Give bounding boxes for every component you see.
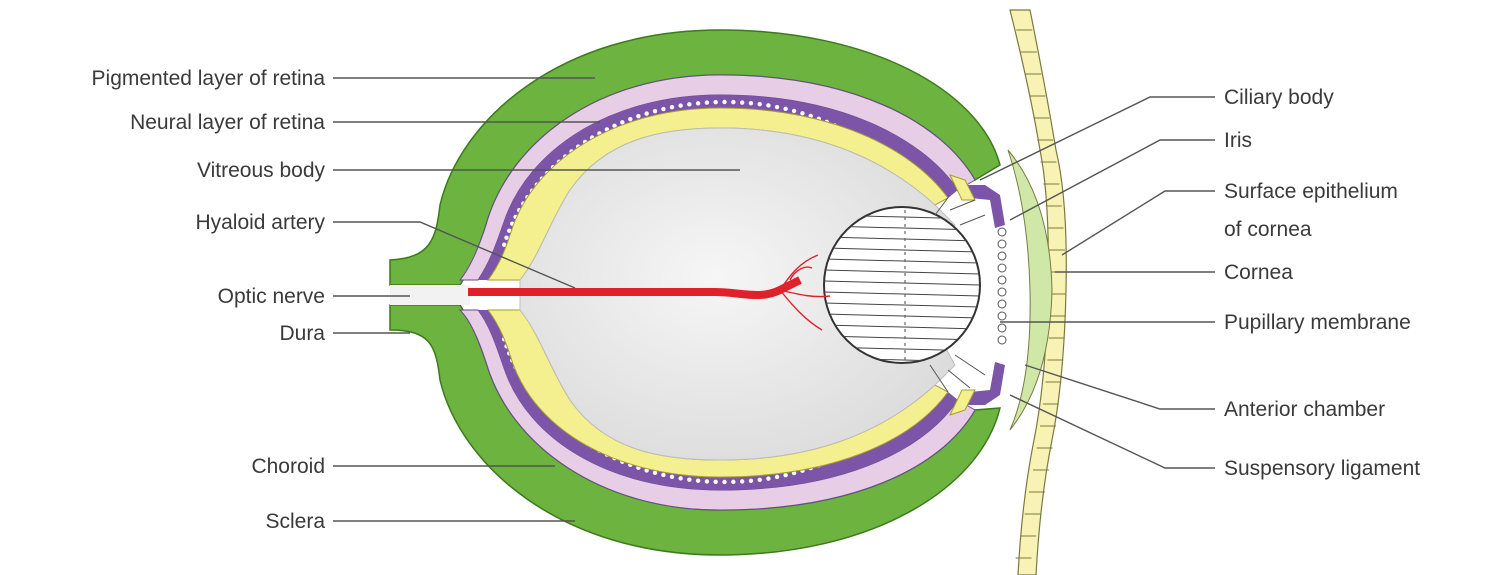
pigment-granule xyxy=(758,102,762,106)
pigment-granule xyxy=(722,480,726,484)
pigment-granule xyxy=(644,111,648,115)
label-vitreous-body: Vitreous body xyxy=(197,159,326,182)
pigment-granule xyxy=(775,105,779,109)
pupillary-membrane-cell xyxy=(998,264,1006,272)
pigment-granule xyxy=(783,107,787,111)
suspensory-ligament-fiber xyxy=(950,200,975,210)
pigment-granule xyxy=(696,478,700,482)
pigment-granule xyxy=(749,101,753,105)
label-cornea: Cornea xyxy=(1224,261,1293,284)
suspensory-ligament-fiber xyxy=(948,370,970,388)
pupillary-membrane-cell xyxy=(998,252,1006,260)
pigment-granule xyxy=(705,100,709,104)
pigment-granule xyxy=(731,480,735,484)
pigment-granule xyxy=(687,102,691,106)
pigment-granule xyxy=(670,105,674,109)
pigment-granule xyxy=(713,100,717,104)
pigment-granule xyxy=(628,117,632,121)
pupillary-membrane-cell xyxy=(998,276,1006,284)
pigment-granule xyxy=(687,477,691,481)
pupillary-membrane-cell xyxy=(998,300,1006,308)
label-hyaloid-artery: Hyaloid artery xyxy=(195,211,325,234)
pigment-granule xyxy=(766,476,770,480)
pigment-granule xyxy=(758,478,762,482)
pigment-granule xyxy=(731,100,735,104)
label-surface-epithelium-line2: of cornea xyxy=(1224,218,1312,241)
pupillary-membrane-cell xyxy=(998,228,1006,236)
pigment-granule xyxy=(800,111,804,115)
label-choroid: Choroid xyxy=(251,455,325,478)
label-iris: Iris xyxy=(1224,129,1252,152)
pupillary-membrane-cell xyxy=(998,288,1006,296)
pigment-granule xyxy=(636,114,640,118)
label-anterior-chamber: Anterior chamber xyxy=(1224,398,1385,421)
optic-nerve-channel xyxy=(390,285,470,305)
pupillary-membrane-cell xyxy=(998,312,1006,320)
suspensory-ligament-fiber xyxy=(960,215,985,225)
pupillary-membrane-cell xyxy=(998,240,1006,248)
label-sclera: Sclera xyxy=(265,510,325,533)
suspensory-ligament-fiber xyxy=(955,355,985,375)
label-pigmented-layer-of-retina: Pigmented layer of retina xyxy=(92,67,326,90)
pigment-granule xyxy=(653,109,657,113)
pigment-granule xyxy=(722,100,726,104)
pigment-granule xyxy=(713,480,717,484)
pigment-granule xyxy=(504,235,508,239)
pupillary-membrane-cell xyxy=(998,324,1006,332)
pigment-granule xyxy=(783,473,787,477)
pupillary-membrane-circles xyxy=(998,228,1006,344)
label-surface-epithelium-line1: Surface epithelium xyxy=(1224,180,1398,203)
pigment-granule xyxy=(792,109,796,113)
pigment-granule xyxy=(740,100,744,104)
pigment-granule xyxy=(740,479,744,483)
label-neural-layer-of-retina: Neural layer of retina xyxy=(130,111,325,134)
label-pupillary-membrane: Pupillary membrane xyxy=(1224,311,1411,334)
pigment-granule xyxy=(696,101,700,105)
pigment-granule xyxy=(661,473,665,477)
pigment-granule xyxy=(670,475,674,479)
pigment-granule xyxy=(749,479,753,483)
label-suspensory-ligament: Suspensory ligament xyxy=(1224,457,1420,480)
pigment-granule xyxy=(775,475,779,479)
pupillary-membrane-cell xyxy=(998,336,1006,344)
lens xyxy=(824,207,980,363)
label-ciliary-body: Ciliary body xyxy=(1224,86,1334,109)
label-dura: Dura xyxy=(279,322,325,345)
pigment-granule xyxy=(661,107,665,111)
pigment-granule xyxy=(678,476,682,480)
pigment-granule xyxy=(766,103,770,107)
pigment-granule xyxy=(705,479,709,483)
pigment-granule xyxy=(678,103,682,107)
label-optic-nerve: Optic nerve xyxy=(218,285,325,308)
